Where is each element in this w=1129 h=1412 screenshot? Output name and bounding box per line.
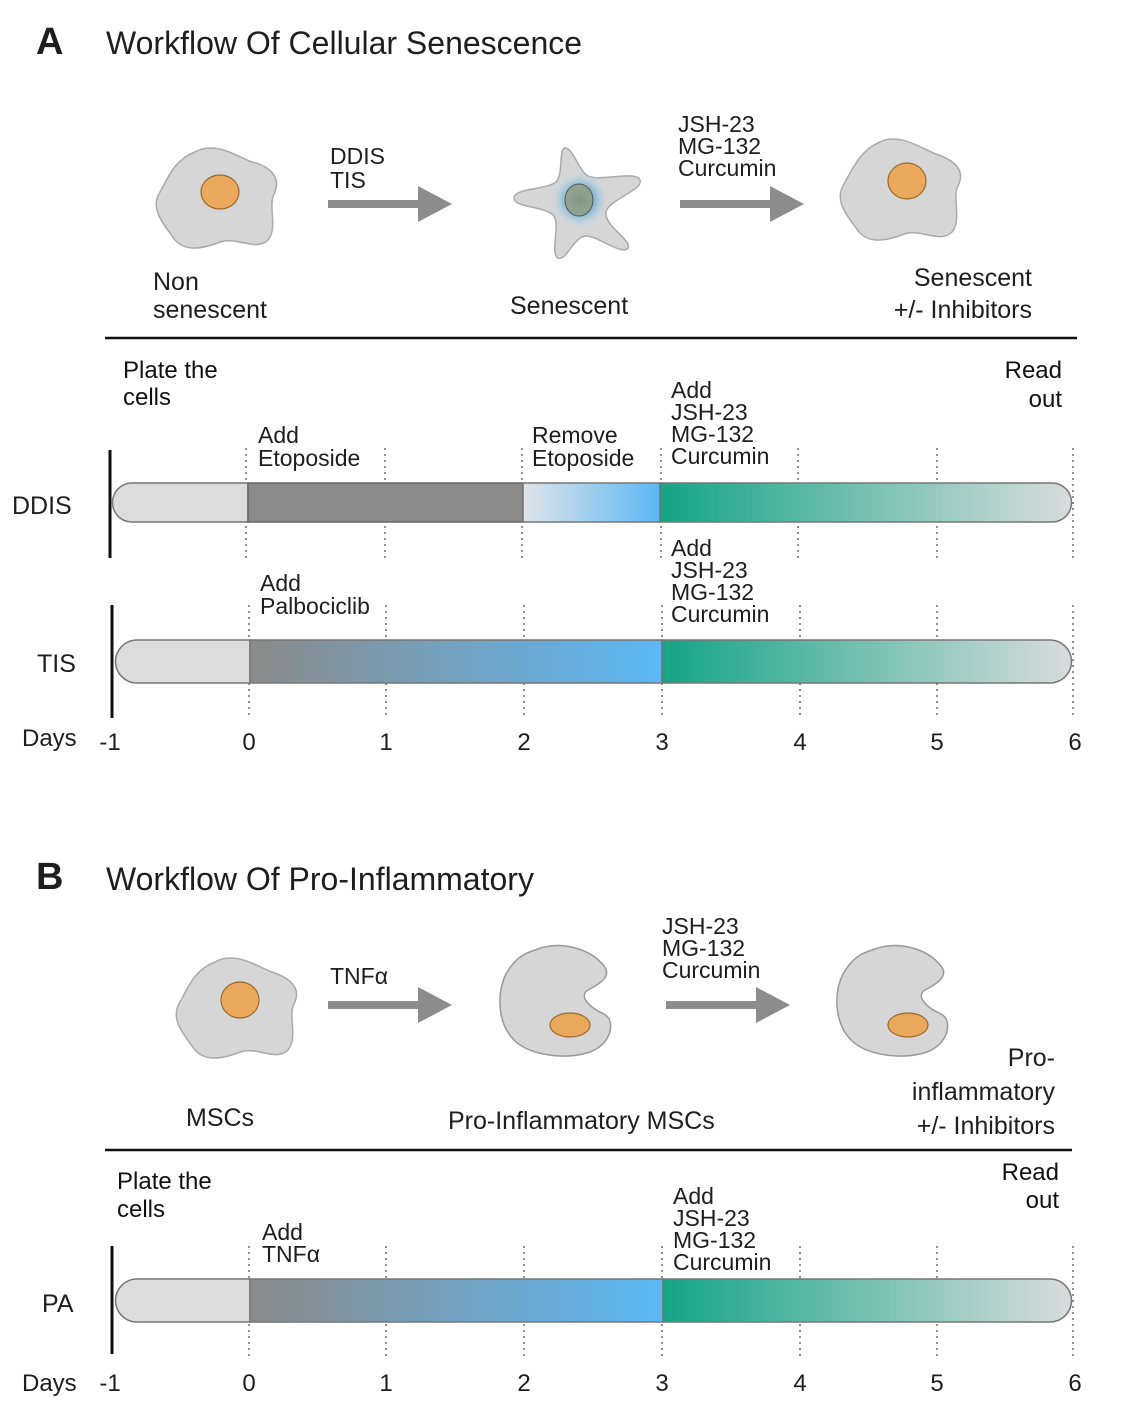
panel-b-readout-label-2: out (1026, 1187, 1060, 1214)
pa-add-tnf-1: Add (262, 1219, 303, 1245)
ddis-timeline-bar (111, 482, 1073, 523)
panel-b-letter: B (36, 856, 63, 898)
panel-a-readout-label-1: Read (1005, 357, 1062, 384)
panel-b-days-label: Days (22, 1370, 77, 1397)
ddis-add-inhibitors-4: Curcumin (671, 443, 769, 469)
pro-inflammatory-inhibitors-label-3: +/- Inhibitors (917, 1112, 1055, 1140)
panel-b-plate-label-1: Plate the (117, 1168, 212, 1195)
panel-b-day-tick: 4 (793, 1370, 806, 1397)
panel-b-readout-label-1: Read (1002, 1159, 1059, 1186)
tis-add-inhibitors-1: Add (671, 535, 712, 561)
non-senescent-label-1: Non (153, 268, 199, 296)
panel-b-plate-label-2: cells (117, 1196, 165, 1223)
ddis-remove-etoposide-1: Remove (532, 422, 618, 448)
tis-add-inhibitors-3: MG-132 (671, 579, 754, 605)
panel-a-days-label: Days (22, 725, 77, 752)
panel-a-day-tick: 5 (930, 729, 943, 756)
arrow-4-label-jsh23: JSH-23 (662, 913, 739, 939)
senescent-cell-icon (513, 147, 641, 259)
arrow-4-label-curcumin: Curcumin (662, 957, 760, 983)
panel-b-day-tick: 5 (930, 1370, 943, 1397)
arrow-3-label-tnf: TNFα (330, 963, 388, 989)
panel-b-day-tick: 2 (517, 1370, 530, 1397)
senescent-inhibitors-label-2: +/- Inhibitors (894, 296, 1032, 324)
msc-cell-icon (175, 957, 298, 1059)
senescent-inhibitors-cell-icon (839, 138, 962, 241)
panel-a-day-tick: 1 (379, 729, 392, 756)
panel-a-day-tick: 0 (242, 729, 255, 756)
ddis-remove-etoposide-2: Etoposide (532, 445, 634, 471)
arrow-2-label-jsh23: JSH-23 (678, 111, 755, 137)
tis-timeline-bar (114, 639, 1073, 684)
pro-inflammatory-inhibitors-label-2: inflammatory (912, 1078, 1056, 1106)
panel-a-days-axis: Days -1 0 1 2 3 4 5 6 (22, 725, 1082, 756)
pa-add-inhibitors-1: Add (673, 1183, 714, 1209)
ddis-row-label: DDIS (12, 492, 72, 520)
panel-a-title: Workflow Of Cellular Senescence (106, 25, 582, 61)
non-senescent-cell-icon (155, 147, 278, 249)
panel-a-plate-label-2: cells (123, 384, 171, 411)
senescent-label: Senescent (510, 292, 628, 320)
arrow-3-icon (328, 987, 452, 1023)
panel-b-day-tick: 3 (655, 1370, 668, 1397)
panel-b-day-tick: -1 (99, 1370, 120, 1397)
pro-inflammatory-cell-icon (499, 944, 612, 1057)
panel-b: B Workflow Of Pro-Inflammatory MSCs TNFα… (22, 856, 1082, 1397)
tis-row-label: TIS (37, 650, 76, 678)
panel-a-day-tick: 3 (655, 729, 668, 756)
tis-add-palbociclib-2: Palbociclib (260, 593, 370, 619)
pa-add-inhibitors-2: JSH-23 (673, 1205, 750, 1231)
panel-b-title: Workflow Of Pro-Inflammatory (106, 861, 534, 897)
pa-timeline-bar (114, 1278, 1073, 1323)
non-senescent-label-2: senescent (153, 296, 267, 324)
arrow-1-label-ddis: DDIS (330, 143, 385, 169)
panel-a-day-tick: 2 (517, 729, 530, 756)
pro-inflammatory-inhibitors-label-1: Pro- (1008, 1044, 1055, 1072)
pro-inflammatory-inhibitors-cell-icon (836, 944, 949, 1057)
panel-b-days-axis: Days -1 0 1 2 3 4 5 6 (22, 1370, 1082, 1397)
pa-add-tnf-2: TNFα (262, 1241, 320, 1267)
panel-a-plate-label-1: Plate the (123, 357, 218, 384)
ddis-add-inhibitors-1: Add (671, 377, 712, 403)
panel-b-day-tick: 6 (1068, 1370, 1081, 1397)
ddis-add-etoposide-2: Etoposide (258, 445, 360, 471)
arrow-4-icon (666, 987, 790, 1023)
arrow-2-icon (680, 186, 804, 222)
ddis-add-etoposide-1: Add (258, 422, 299, 448)
pa-row-label: PA (42, 1290, 74, 1318)
panel-b-day-tick: 0 (242, 1370, 255, 1397)
panel-a-day-tick: 4 (793, 729, 806, 756)
tis-add-inhibitors-4: Curcumin (671, 601, 769, 627)
panel-b-day-tick: 1 (379, 1370, 392, 1397)
arrow-2-label-curcumin: Curcumin (678, 155, 776, 181)
tis-add-inhibitors-2: JSH-23 (671, 557, 748, 583)
panel-a-letter: A (36, 21, 63, 63)
arrow-4-label-mg132: MG-132 (662, 935, 745, 961)
tis-add-palbociclib-1: Add (260, 570, 301, 596)
ddis-add-inhibitors-3: MG-132 (671, 421, 754, 447)
arrow-2-label-mg132: MG-132 (678, 133, 761, 159)
pa-add-inhibitors-3: MG-132 (673, 1227, 756, 1253)
senescent-inhibitors-label-1: Senescent (914, 264, 1032, 292)
arrow-1-icon (328, 186, 452, 222)
pro-inflammatory-label: Pro-Inflammatory MSCs (448, 1107, 715, 1135)
pa-add-inhibitors-4: Curcumin (673, 1249, 771, 1275)
msc-label: MSCs (186, 1104, 254, 1132)
arrow-1-label-tis: TIS (330, 167, 366, 193)
ddis-add-inhibitors-2: JSH-23 (671, 399, 748, 425)
panel-a: A Workflow Of Cellular Senescence Non se… (12, 21, 1082, 756)
panel-a-day-tick: 6 (1068, 729, 1081, 756)
panel-a-readout-label-2: out (1029, 386, 1063, 413)
panel-a-day-tick: -1 (99, 729, 120, 756)
